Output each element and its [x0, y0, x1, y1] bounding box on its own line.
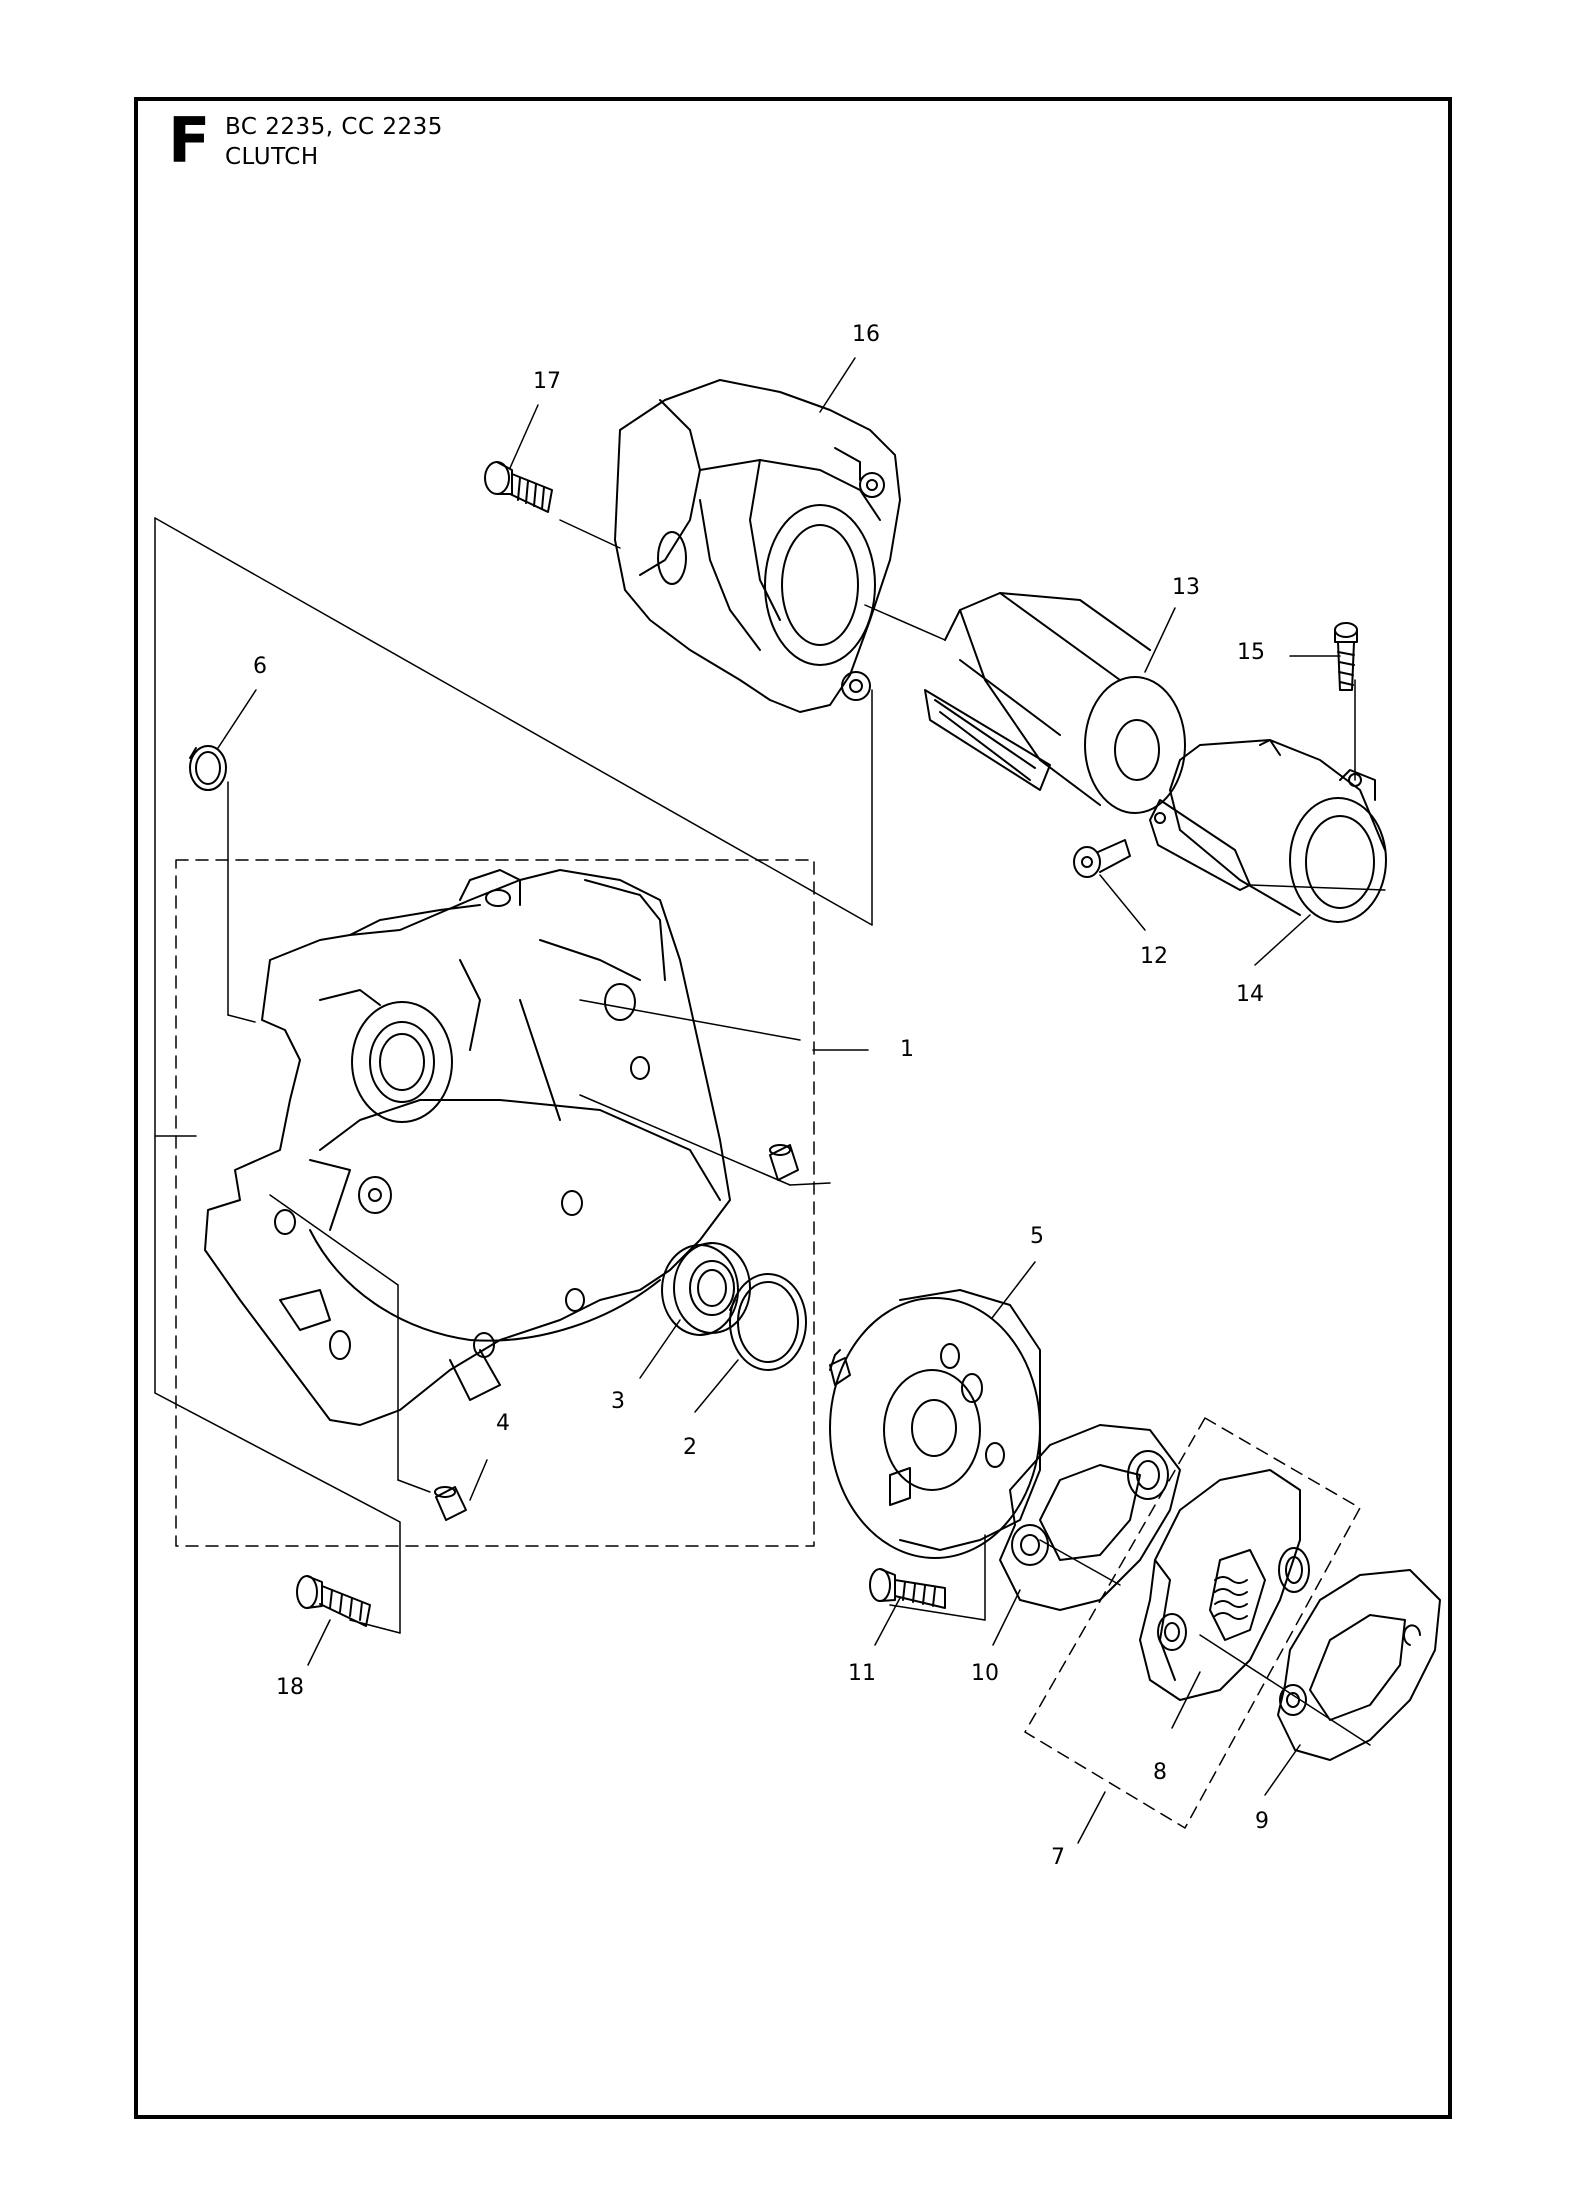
section-letter: F	[168, 104, 211, 177]
part-1-crankcase-icon	[204, 869, 731, 1426]
callout-3: 3	[611, 1389, 625, 1414]
model-title: BC 2235, CC 2235	[225, 114, 443, 140]
part-7-clutch-assembly-icon	[1139, 1469, 1310, 1701]
assembly-7-boundary	[1024, 1417, 1361, 1829]
part-5-drum-icon	[829, 1289, 1041, 1559]
callout-4: 4	[496, 1411, 510, 1436]
part-10-plate-icon	[999, 1424, 1181, 1611]
callout-7: 7	[1051, 1845, 1065, 1870]
group-title: CLUTCH	[225, 144, 319, 170]
part-13-damper-icon	[924, 592, 1186, 814]
assembly-1-boundary	[175, 859, 815, 1547]
callout-17: 17	[533, 369, 561, 394]
callout-6: 6	[253, 654, 267, 679]
callout-12: 12	[1140, 944, 1168, 969]
assembly-lines	[154, 517, 1386, 1746]
callout-13: 13	[1172, 575, 1200, 600]
part-15-screw-icon	[1334, 622, 1358, 691]
part-18-screw-icon	[296, 1575, 371, 1627]
callout-leaders	[217, 357, 1341, 1844]
callout-5: 5	[1030, 1224, 1044, 1249]
callout-1: 1	[900, 1037, 914, 1062]
callout-16: 16	[852, 322, 880, 347]
part-11-screw-icon	[869, 1568, 946, 1609]
callout-18: 18	[276, 1675, 304, 1700]
part-16-clutch-cover-icon	[614, 379, 901, 713]
part-2-ring-icon	[729, 1273, 807, 1371]
part-9-plate-icon	[1277, 1569, 1441, 1761]
callout-8: 8	[1153, 1760, 1167, 1785]
part-12-screw-icon	[1073, 839, 1131, 878]
callout-11: 11	[848, 1661, 876, 1686]
callout-10: 10	[971, 1661, 999, 1686]
part-4-pin-icon	[434, 1144, 799, 1521]
part-6-circlip-icon	[189, 745, 227, 791]
part-8-spring-icon	[1214, 1576, 1248, 1620]
part-17-screw-icon	[484, 461, 553, 513]
callout-15: 15	[1237, 640, 1265, 665]
callout-9: 9	[1255, 1809, 1269, 1834]
page-frame	[134, 97, 1452, 2119]
part-14-clamp-icon	[1149, 739, 1387, 923]
callout-2: 2	[683, 1435, 697, 1460]
callout-14: 14	[1236, 982, 1264, 1007]
part-3-bearing-icon	[661, 1242, 751, 1336]
